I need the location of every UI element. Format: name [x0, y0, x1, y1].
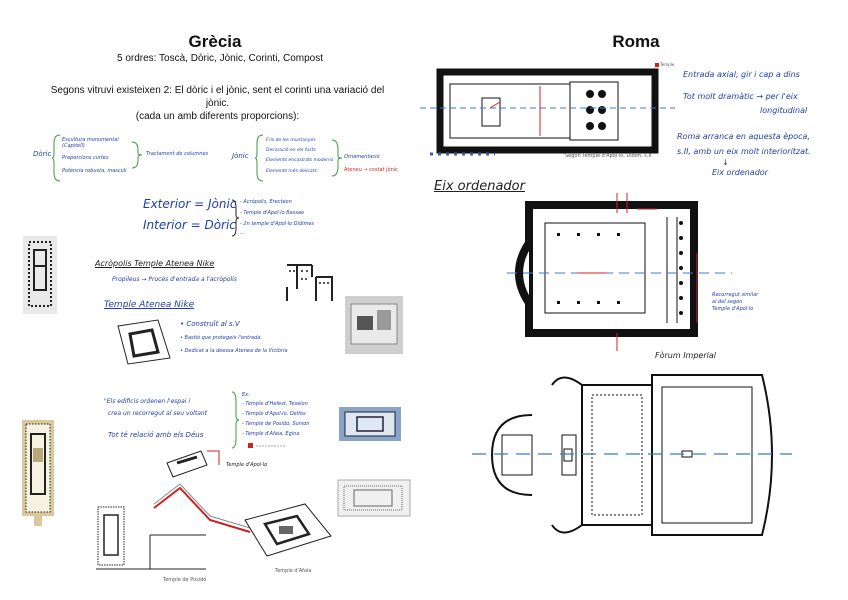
orders-line: 5 ordres: Toscà, Dòric, Jònic, Corinti, …: [116, 53, 323, 64]
forum-plan: [507, 193, 732, 351]
interior-label: Interior = Dòric: [143, 218, 236, 232]
propileus-line: Propileus → Procés d'entrada a l'acròpol…: [112, 276, 237, 283]
arrow-down: ↓: [722, 158, 729, 167]
posido-plan: [96, 506, 206, 570]
edificis-line-1: "Els edificis ordenen l'espai i: [104, 398, 190, 405]
ext-int-brace-icon: [231, 199, 240, 237]
doric-item-3: Potència robusta, masculí: [62, 168, 127, 174]
ext-item-2: - Temple d'Apol·lo Bassae: [240, 210, 305, 216]
entrada-line-3: longitudinal: [760, 106, 808, 115]
vitruvi-line-3: (cada un amb diferents proporcions):: [135, 111, 300, 122]
roma-caption: Segon Temple d'Apol·lo, Dídim, s.II: [565, 153, 652, 159]
acropolis-heading: Acròpolis Temple Atenea Nike: [95, 259, 215, 268]
nike-item-2: • Bastió que protegeix l'entrada.: [180, 335, 263, 341]
propileus-plan: [286, 264, 333, 301]
temple-plan-tall: [22, 420, 54, 526]
entrada-line-2: Tot molt dramàtic → per l'eix: [683, 92, 798, 101]
exterior-label: Exterior = Jònic: [143, 197, 237, 211]
apollo-sketch: [166, 450, 220, 478]
doric-brace-icon: [51, 134, 61, 182]
ex-item-3: - Temple de Posidó, Sunion: [242, 421, 310, 427]
edificis-line-2: crea un recorregut al seu voltant: [108, 410, 208, 417]
afaia-plan: [244, 503, 332, 557]
jonic-item-1: Fris de les muntanyes: [266, 138, 316, 143]
ext-item-4: ...: [240, 230, 245, 236]
doric-brace-right-icon: [131, 141, 143, 169]
eix-label: Eix ordenador: [712, 168, 768, 177]
forum-label: Fòrum Imperial: [655, 351, 716, 360]
temple-plan-small: [23, 236, 57, 314]
ext-item-1: - Acròpolis, Erecteon: [240, 199, 292, 205]
arranca-line-2: s.II, amb un eix molt interioritzat.: [677, 147, 811, 156]
blue-dashes: [430, 152, 495, 156]
legend-red-square: [655, 63, 659, 67]
acropolis-photo: [345, 296, 403, 354]
blue-temple-plan: [339, 407, 401, 441]
grey-temple-plan: [337, 479, 411, 517]
roman-complex-plan: [472, 374, 792, 536]
roma-legend: Temple: [660, 62, 675, 67]
jonic-brace-icon: [254, 134, 264, 182]
vitruvi-line-1: Segons vitruvi existeixen 2: El dòric i …: [50, 85, 385, 96]
nike-plan-sketch: [117, 319, 171, 365]
jonic-brace-right-icon: [331, 139, 343, 177]
ext-item-3: - 2n temple d'Apol·lo Dídimes: [240, 221, 315, 227]
recorregut-note: Recorregut similar al del segon Temple d…: [712, 292, 759, 312]
jonic-item-4: Elements més delicats: [266, 169, 317, 174]
arranca-line-1: Roma arranca en aquesta època,: [677, 132, 810, 141]
jonic-item-2: Decoració en els fusts: [266, 148, 316, 153]
nike-title: Temple Atenea Nike: [104, 300, 195, 310]
tot-relacio: Tot té relació amb els Déus: [108, 431, 204, 439]
doric-label: Dòric: [33, 150, 52, 158]
red-marker: [248, 443, 286, 448]
nike-item-1: • Construït al s.V: [180, 320, 240, 328]
ex-brace-icon: [231, 391, 240, 449]
caption-afaia: Temple d'Afaia: [275, 568, 312, 574]
eix-ordenador-heading: Eix ordenador: [434, 179, 525, 194]
doric-item-2: Proporcions curtes: [62, 155, 109, 161]
vitruvi-line-2: jònic.: [205, 98, 230, 109]
jonic-item-3: Elements encastrats moderns: [266, 158, 334, 163]
ex-item-2: - Temple d'Apol·lo, Delfos: [242, 411, 306, 417]
caption-posido: Temple de Posidó: [163, 577, 207, 583]
ex-item-1: - Temple d'Hefest, Teseion: [242, 401, 308, 407]
ex-item-0: Ex:: [242, 392, 250, 398]
ex-item-4: - Temple d'Afaia, Egina: [242, 431, 300, 437]
doric-result: Tractament de columnes: [146, 151, 209, 157]
temple-label: Temple d'Apol·lo: [226, 462, 268, 468]
jonic-result: Ornamentació: [344, 154, 380, 160]
nike-item-3: • Dedicat a la deessa Atenea de la Victò…: [180, 348, 288, 354]
roma-title: Roma: [612, 32, 660, 51]
entrada-line-1: Entrada axial, gir i cap a dins: [683, 70, 800, 79]
jonic-label: Jònic: [232, 152, 249, 160]
roma-temple-plan-top: [420, 68, 675, 154]
doric-item-1: Escultura monumental (Capitell): [62, 137, 119, 149]
jonic-note: Ateneu → costat jònic: [344, 167, 398, 173]
path-sketch: [153, 483, 251, 533]
grecia-title: Grècia: [188, 32, 242, 51]
